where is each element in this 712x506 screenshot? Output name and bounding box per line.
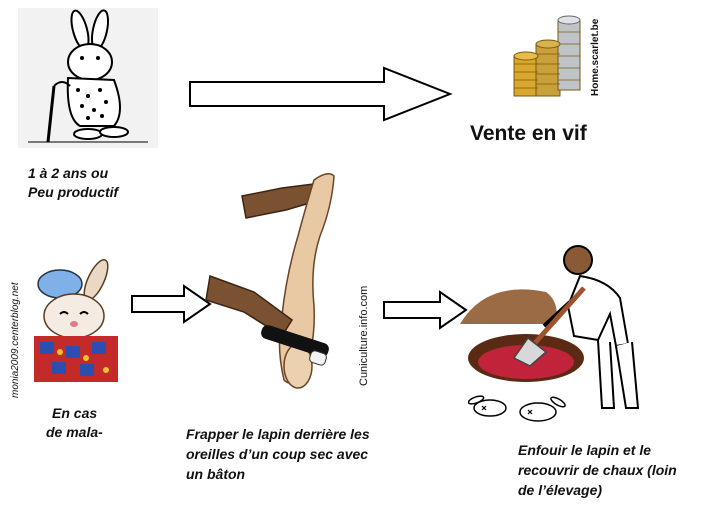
dead-rabbits-illustration bbox=[468, 392, 568, 428]
coins-illustration bbox=[506, 10, 590, 102]
sick-rabbit-icon bbox=[26, 254, 122, 392]
old-rabbit-illustration bbox=[18, 8, 158, 148]
right-arrow-icon bbox=[130, 284, 212, 324]
coin-stack-icon bbox=[506, 10, 590, 102]
dead-rabbit-icon bbox=[468, 392, 568, 428]
bury-instruction-line1: Enfouir le lapin et le bbox=[518, 440, 712, 460]
kill-instruction-line1: Frapper le lapin derrière les bbox=[186, 424, 416, 444]
rabbit-held-by-ears-icon bbox=[202, 166, 380, 414]
sick-condition-label: En cas de mala- bbox=[46, 404, 136, 442]
home-scarlet-watermark: Home.scarlet.be bbox=[590, 19, 601, 96]
age-condition-line1: 1 à 2 ans ou bbox=[28, 164, 178, 183]
kill-instruction: Frapper le lapin derrière les oreilles d… bbox=[186, 424, 416, 484]
kill-rabbit-illustration bbox=[202, 166, 380, 414]
vente-en-vif-label: Vente en vif bbox=[470, 122, 587, 146]
kill-instruction-line3: un bâton bbox=[186, 464, 416, 484]
middle-arrow-left bbox=[130, 284, 212, 324]
sick-condition-line1: En cas bbox=[52, 404, 136, 423]
top-arrow bbox=[188, 64, 454, 124]
bury-instruction-line2: recouvrir de chaux (loin bbox=[518, 460, 712, 480]
kill-instruction-line2: oreilles d’un coup sec avec bbox=[186, 444, 416, 464]
old-rabbit-icon bbox=[18, 8, 158, 148]
age-condition-line2: Peu productif bbox=[28, 183, 178, 202]
bury-instruction: Enfouir le lapin et le recouvrir de chau… bbox=[518, 440, 712, 500]
sick-condition-line2: de mala- bbox=[46, 423, 136, 442]
bury-instruction-line3: de l’élevage) bbox=[518, 480, 712, 500]
cuniculture-watermark: Cuniculture.info.com bbox=[358, 286, 370, 386]
right-arrow-icon bbox=[188, 64, 454, 124]
sick-rabbit-illustration bbox=[26, 254, 122, 392]
monia-watermark: monia2009.centerblog.net bbox=[10, 282, 21, 398]
age-condition-label: 1 à 2 ans ou Peu productif bbox=[28, 164, 178, 202]
